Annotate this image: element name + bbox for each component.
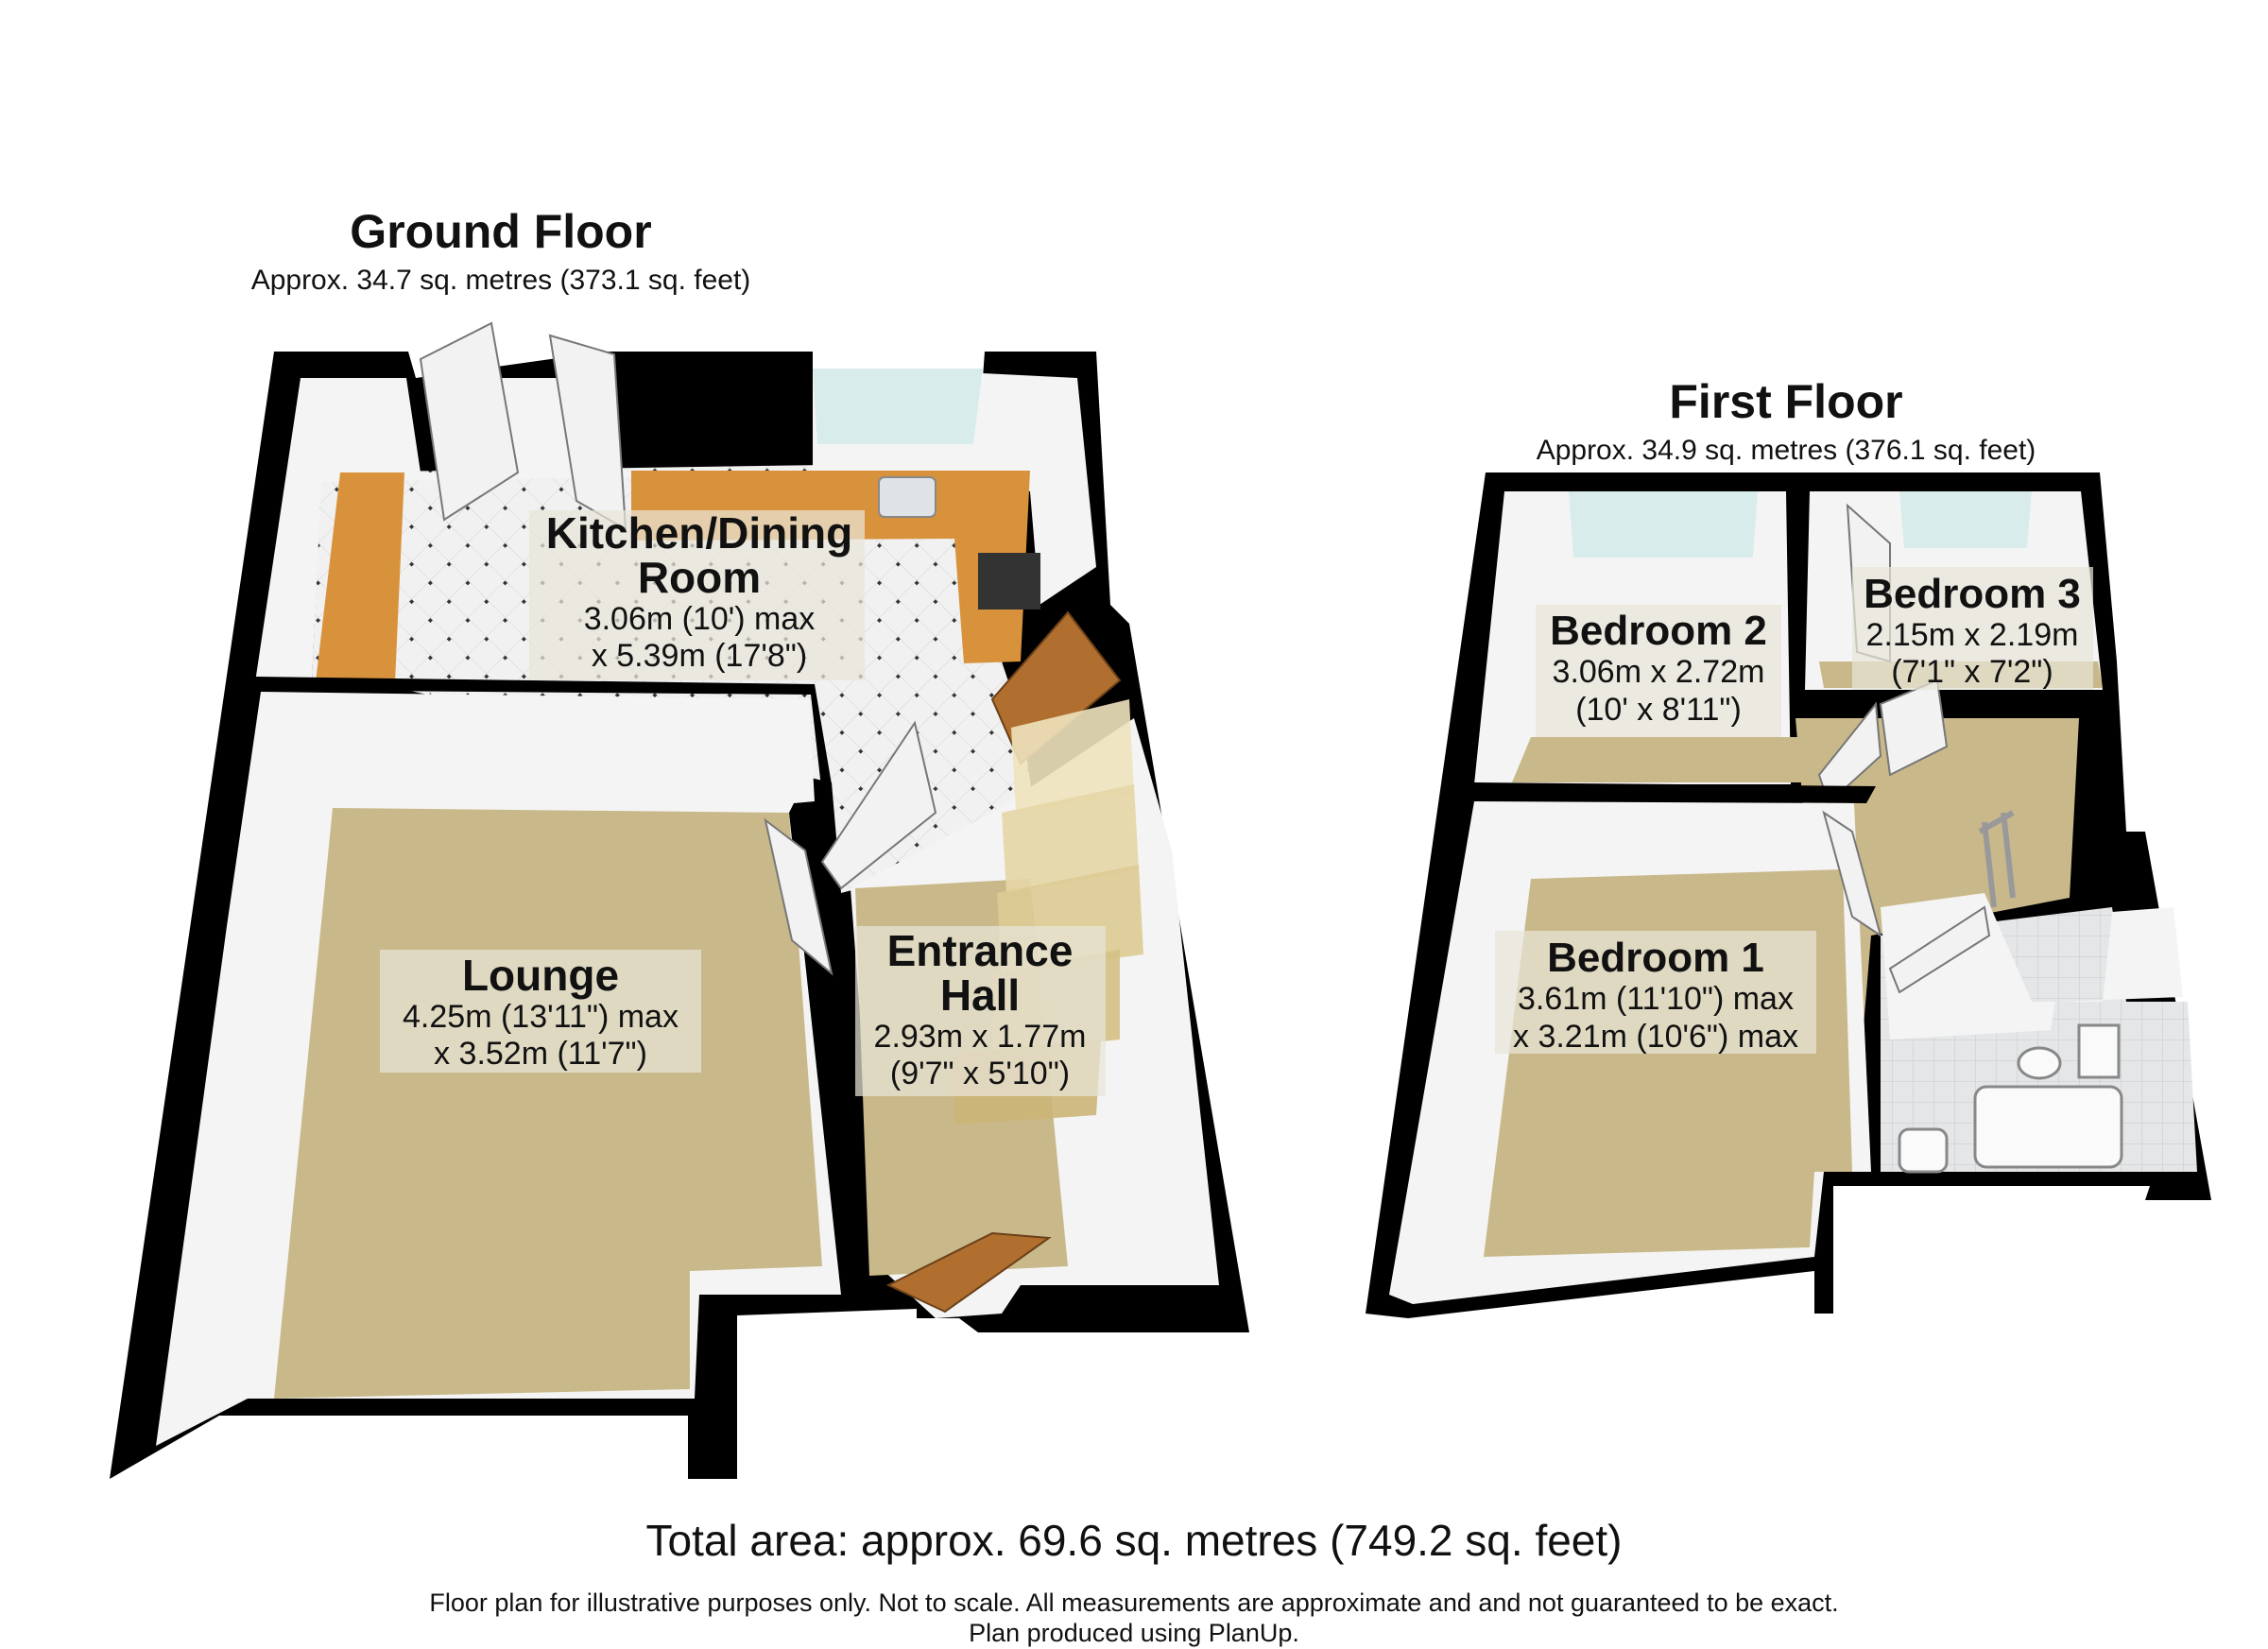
front-door — [885, 1231, 1052, 1314]
svg-text:4.25m (13'11") max: 4.25m (13'11") max — [403, 999, 679, 1035]
kitchen-worktop-left — [316, 472, 404, 682]
svg-text:Hall: Hall — [940, 971, 1020, 1020]
svg-text:3.06m (10') max: 3.06m (10') max — [584, 601, 816, 637]
svg-text:x 3.52m (11'7"): x 3.52m (11'7") — [434, 1036, 647, 1072]
patio-door-left — [419, 321, 520, 522]
svg-text:Bedroom 2: Bedroom 2 — [1550, 608, 1767, 654]
total-area: Total area: approx. 69.6 sq. metres (749… — [645, 1516, 1623, 1565]
svg-text:Entrance: Entrance — [887, 926, 1074, 975]
svg-text:(10' x 8'11"): (10' x 8'11") — [1575, 692, 1742, 728]
kitchen-back-wall — [255, 373, 1096, 682]
svg-text:3.61m (11'10") max: 3.61m (11'10") max — [1518, 981, 1794, 1017]
lounge-label: Lounge 4.25m (13'11") max x 3.52m (11'7"… — [380, 950, 701, 1073]
ground-floor-title: Ground Floor — [350, 205, 651, 258]
bedroom2-label: Bedroom 2 3.06m x 2.72m (10' x 8'11") — [1536, 605, 1781, 737]
svg-text:Bedroom 1: Bedroom 1 — [1547, 935, 1764, 981]
bedroom3-label: Bedroom 3 2.15m x 2.19m (7'1" x 7'2") — [1852, 567, 2093, 690]
svg-text:3.06m x 2.72m: 3.06m x 2.72m — [1553, 654, 1765, 690]
svg-text:Lounge: Lounge — [462, 951, 619, 1000]
svg-text:Kitchen/Dining: Kitchen/Dining — [546, 508, 853, 558]
basin — [1898, 1127, 1949, 1174]
bedroom2-window — [1569, 491, 1758, 558]
svg-text:x 5.39m (17'8"): x 5.39m (17'8") — [592, 638, 807, 674]
bedroom-divider-wall — [1474, 782, 1876, 803]
ground-floor-area: Approx. 34.7 sq. metres (373.1 sq. feet) — [251, 265, 751, 296]
first-floor-title: First Floor — [1669, 375, 1902, 428]
svg-text:(7'1" x 7'2"): (7'1" x 7'2") — [1891, 654, 2053, 690]
bedroom3-window — [1899, 491, 2032, 548]
lounge-door — [764, 817, 833, 976]
first-floor-area: Approx. 34.9 sq. metres (376.1 sq. feet) — [1537, 435, 2036, 466]
bathtub — [1973, 1085, 2123, 1169]
ground-floor-plan: Ground Floor Approx. 34.7 sq. metres (37… — [110, 205, 1249, 1479]
svg-text:Bedroom 3: Bedroom 3 — [1864, 571, 2081, 617]
svg-text:2.93m x 1.77m: 2.93m x 1.77m — [874, 1019, 1087, 1055]
svg-text:Room: Room — [638, 553, 761, 602]
disclaimer-line-1: Floor plan for illustrative purposes onl… — [429, 1589, 1839, 1617]
kitchen-hob — [978, 553, 1040, 610]
svg-text:x 3.21m (10'6") max: x 3.21m (10'6") max — [1513, 1019, 1798, 1055]
kitchen-window — [813, 369, 983, 444]
disclaimer-line-2: Plan produced using PlanUp. — [969, 1619, 1299, 1647]
kitchen-sink — [878, 476, 936, 518]
entrance-hall-label: Entrance Hall 2.93m x 1.77m (9'7" x 5'10… — [855, 926, 1106, 1096]
stair-banister — [1978, 810, 2016, 908]
bedroom1-label: Bedroom 1 3.61m (11'10") max x 3.21m (10… — [1495, 931, 1816, 1055]
svg-text:2.15m x 2.19m: 2.15m x 2.19m — [1866, 617, 2079, 653]
toilet-cistern — [2077, 1023, 2121, 1079]
toilet — [2017, 1046, 2062, 1080]
kitchen-hall-door — [820, 720, 937, 890]
svg-text:(9'7" x 5'10"): (9'7" x 5'10") — [890, 1056, 1070, 1091]
bathroom-door — [1888, 905, 1991, 994]
kitchen-lounge-wall — [255, 677, 832, 796]
first-floor-plan: First Floor Approx. 34.9 sq. metres (376… — [1366, 375, 2211, 1318]
bedroom1-floor — [1484, 869, 1852, 1257]
bedroom2-floor — [1512, 737, 1810, 782]
kitchen-label: Kitchen/Dining Room 3.06m (10') max x 5.… — [529, 508, 865, 680]
